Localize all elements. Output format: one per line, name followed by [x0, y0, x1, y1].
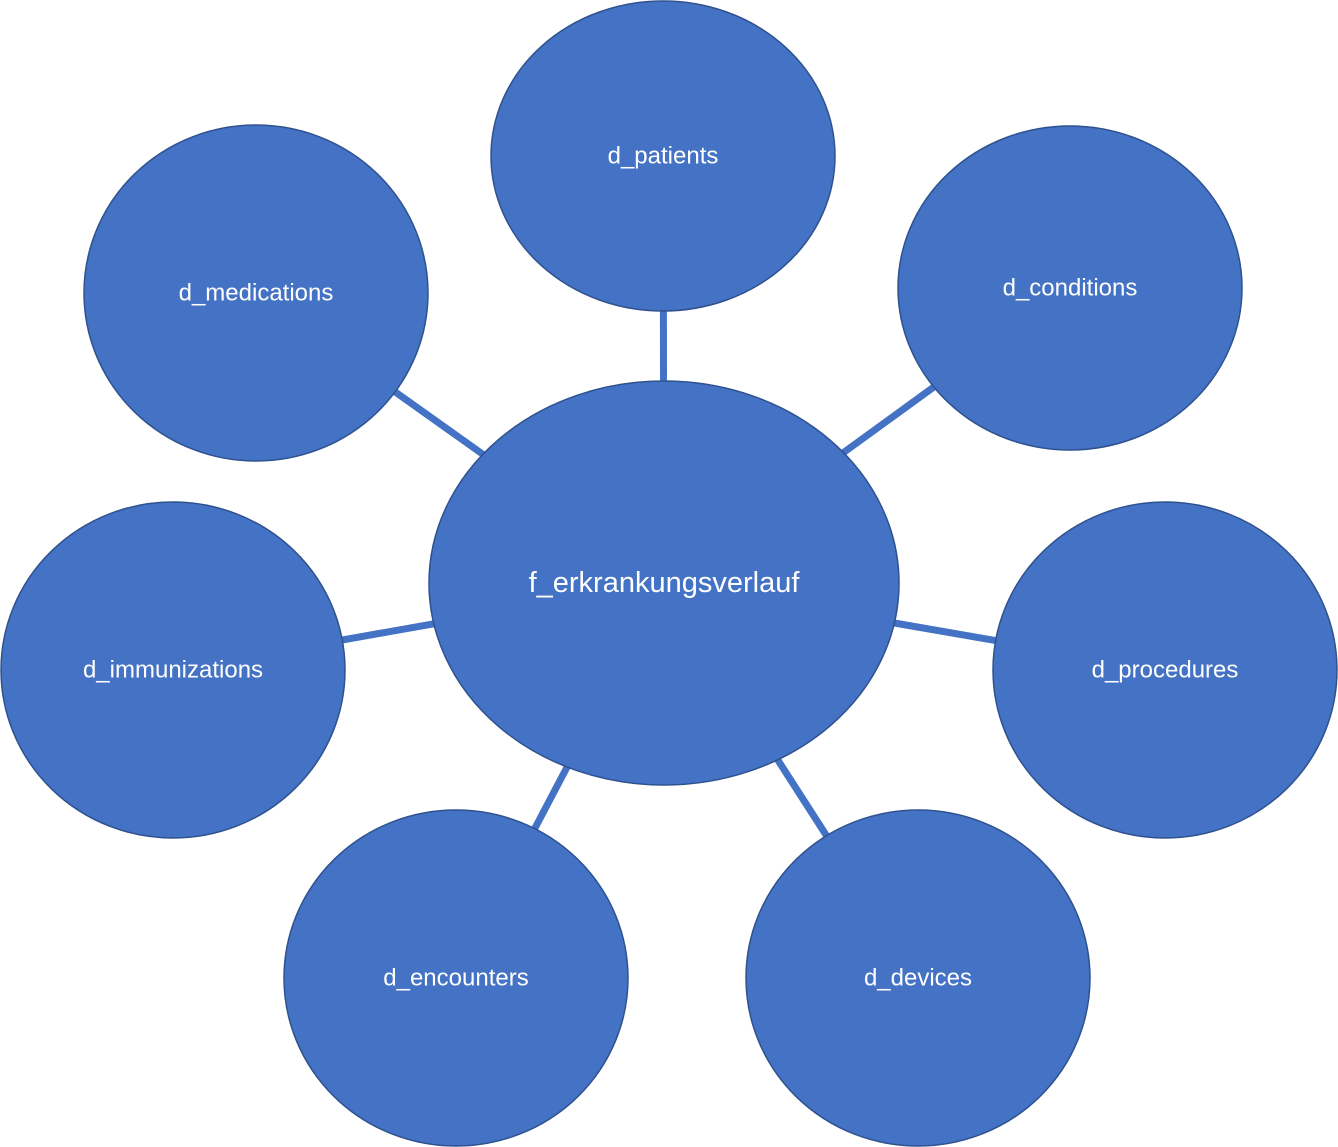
node-procedures: d_procedures [992, 501, 1338, 839]
node-medications-circle [83, 124, 429, 462]
node-medications-label: d_medications [179, 280, 334, 307]
connector-conditions [841, 384, 936, 456]
node-procedures-circle [992, 501, 1338, 839]
node-immunizations: d_immunizations [0, 501, 346, 839]
node-patients: d_patients [490, 0, 836, 312]
connectors [341, 310, 997, 838]
node-encounters: d_encounters [283, 809, 629, 1147]
node-devices: d_devices [745, 809, 1091, 1147]
node-immunizations-label: d_immunizations [83, 657, 263, 684]
hub-node: f_erkrankungsverlauf [428, 380, 900, 786]
node-procedures-label: d_procedures [1092, 657, 1239, 684]
node-conditions: d_conditions [897, 125, 1243, 451]
node-patients-circle [490, 0, 836, 312]
hub-circle [428, 380, 900, 786]
node-patients-label: d_patients [608, 143, 719, 170]
node-immunizations-circle [0, 501, 346, 839]
node-conditions-circle [897, 125, 1243, 451]
connector-encounters [531, 765, 571, 831]
node-medications: d_medications [83, 124, 429, 462]
connector-devices [774, 757, 830, 838]
node-encounters-circle [283, 809, 629, 1147]
connector-medications [393, 389, 485, 458]
connector-immunizations [341, 620, 435, 644]
node-conditions-label: d_conditions [1003, 275, 1138, 302]
node-encounters-label: d_encounters [383, 965, 528, 992]
node-devices-circle [745, 809, 1091, 1147]
node-devices-label: d_devices [864, 965, 972, 992]
hub-label: f_erkrankungsverlauf [529, 567, 801, 599]
connector-procedures [893, 619, 997, 645]
